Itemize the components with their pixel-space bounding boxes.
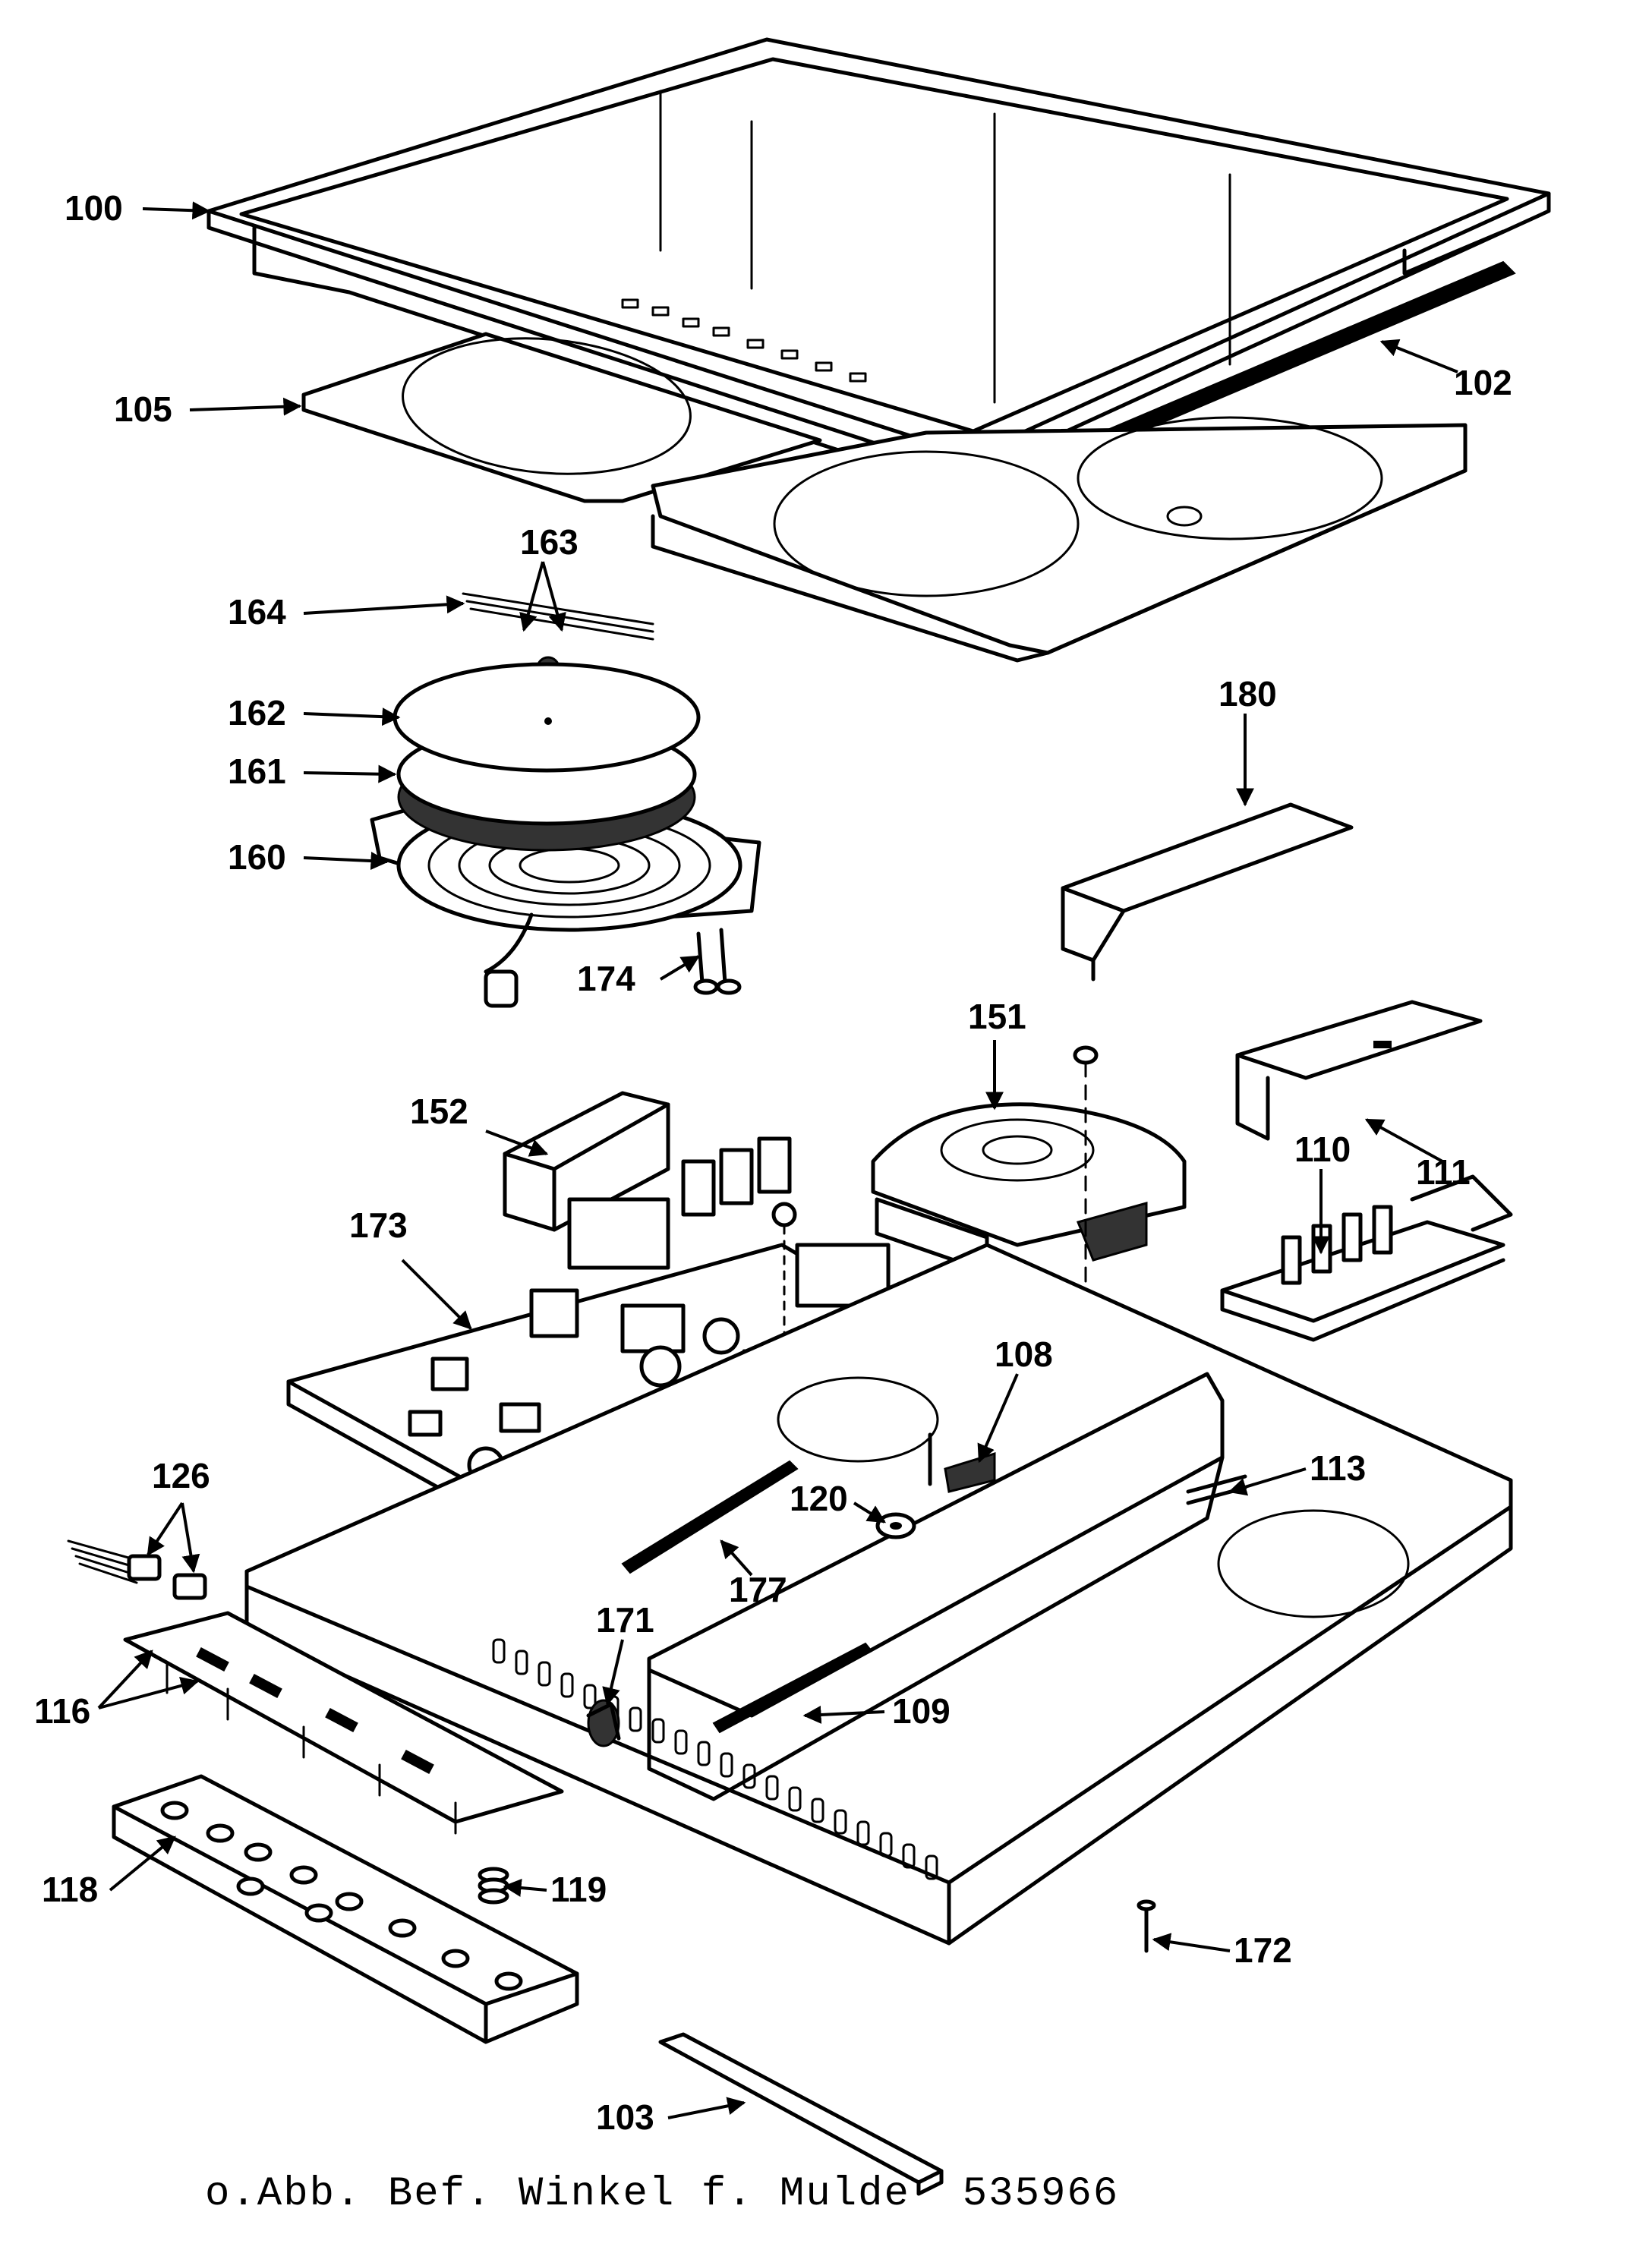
- part-177-cable-rail: [621, 1460, 799, 1574]
- callout-109: 109: [892, 1691, 951, 1731]
- callout-105: 105: [114, 389, 172, 429]
- callout-163: 163: [520, 522, 579, 562]
- part-180-cover: [1061, 802, 1354, 982]
- callout-151: 151: [968, 997, 1026, 1036]
- callout-110: 110: [1294, 1130, 1351, 1169]
- part-172-screw: [1137, 1899, 1156, 1953]
- callout-161: 161: [228, 752, 286, 791]
- callout-116: 116: [34, 1691, 90, 1731]
- part-162-mica-disc: [393, 662, 701, 773]
- callout-labels: 100 102 105 163 164 162 161 160 174 180 …: [34, 188, 1512, 2137]
- caption: o.Abb. Bef. Winkel f. Mulde 535966: [205, 2171, 1120, 2217]
- callout-119: 119: [550, 1870, 607, 1909]
- part-120-grommet: [875, 1512, 916, 1539]
- part-109-rail: [712, 1642, 873, 1734]
- part-118-control-panel: [112, 1774, 579, 2044]
- part-111-cover: [1235, 1000, 1483, 1141]
- callout-113: 113: [1310, 1448, 1366, 1488]
- part-152-heatsink-shroud: [503, 1091, 670, 1232]
- callout-172: 172: [1234, 1930, 1292, 1970]
- callout-162: 162: [228, 693, 286, 733]
- part-174-thermal-sensor: [693, 928, 742, 995]
- callout-102: 102: [1454, 363, 1512, 402]
- callout-118: 118: [42, 1870, 98, 1909]
- callout-100: 100: [65, 188, 123, 228]
- part-105-coil-support-plates: [301, 332, 1468, 663]
- base-tray: [244, 1243, 1513, 1946]
- callout-173: 173: [349, 1205, 408, 1245]
- callout-leaders: [97, 201, 1458, 2119]
- part-171-screw-bracket: [586, 1699, 621, 1747]
- part-126-ribbon-connectors: [67, 1539, 207, 1600]
- callout-171: 171: [596, 1600, 654, 1640]
- callout-126: 126: [152, 1456, 210, 1495]
- part-103-trim-strip: [658, 2032, 944, 2196]
- callout-108: 108: [995, 1334, 1053, 1374]
- callout-152: 152: [410, 1092, 468, 1131]
- callout-174: 174: [577, 959, 635, 998]
- callout-164: 164: [228, 592, 286, 632]
- part-119-spring: [478, 1867, 509, 1905]
- callout-103: 103: [596, 2097, 654, 2137]
- part-100-glass-top-frame: [206, 37, 1551, 488]
- callout-111: 111: [1416, 1152, 1471, 1192]
- callout-120: 120: [790, 1479, 848, 1518]
- callout-180: 180: [1219, 674, 1277, 714]
- callout-160: 160: [228, 837, 286, 877]
- part-110-power-module: [1220, 1174, 1513, 1342]
- callout-177: 177: [729, 1570, 787, 1609]
- part-116-switch-boards: [123, 1611, 564, 1835]
